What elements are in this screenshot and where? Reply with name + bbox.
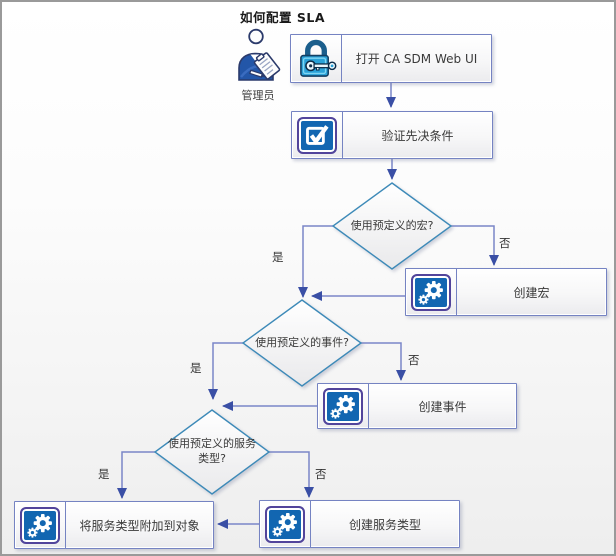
admin-person-icon (234, 28, 282, 86)
decision-event-label: 使用预定义的事件? (255, 335, 349, 349)
step-label: 打开 CA SDM Web UI (355, 52, 478, 66)
step-attach-service-type: 将服务类型附加到对象 (14, 501, 214, 549)
checkbox-icon (292, 112, 343, 158)
decision-macro-label: 使用预定义的宏? (350, 218, 434, 232)
decision-use-predefined-event (241, 299, 363, 387)
edge-label-no-macro: 否 (499, 236, 511, 250)
gears-icon (15, 502, 66, 548)
edge-label-yes-event: 是 (190, 361, 202, 375)
step-label: 创建宏 (513, 285, 550, 300)
gears-icon (318, 384, 369, 428)
decision-use-predefined-macro (331, 182, 453, 270)
actor-admin: 管理员 (233, 28, 283, 103)
decision-use-predefined-service-type (153, 409, 271, 495)
step-verify-prerequisites: 验证先决条件 (291, 111, 493, 159)
edge-label-no-event: 否 (408, 353, 420, 367)
gears-icon (260, 501, 311, 547)
step-create-event: 创建事件 (317, 383, 517, 429)
lock-key-icon (291, 35, 342, 82)
step-label: 创建事件 (418, 399, 467, 414)
actor-label: 管理员 (241, 89, 275, 102)
step-label: 将服务类型附加到对象 (79, 518, 200, 533)
gears-icon (406, 269, 457, 315)
edge-label-yes-macro: 是 (272, 250, 284, 264)
step-open-ca-sdm-web-ui: 打开 CA SDM Web UI (290, 34, 492, 83)
step-label: 验证先决条件 (381, 128, 454, 143)
step-create-macro: 创建宏 (405, 268, 607, 316)
edge-label-no-service-type: 否 (315, 467, 327, 481)
edge-label-yes-service-type: 是 (98, 467, 110, 481)
diagram-title: 如何配置 SLA (240, 10, 325, 25)
step-label: 创建服务类型 (348, 517, 421, 532)
step-create-service-type: 创建服务类型 (259, 500, 460, 548)
decision-service-type-label: 使用预定义的服务类型? (168, 437, 256, 465)
